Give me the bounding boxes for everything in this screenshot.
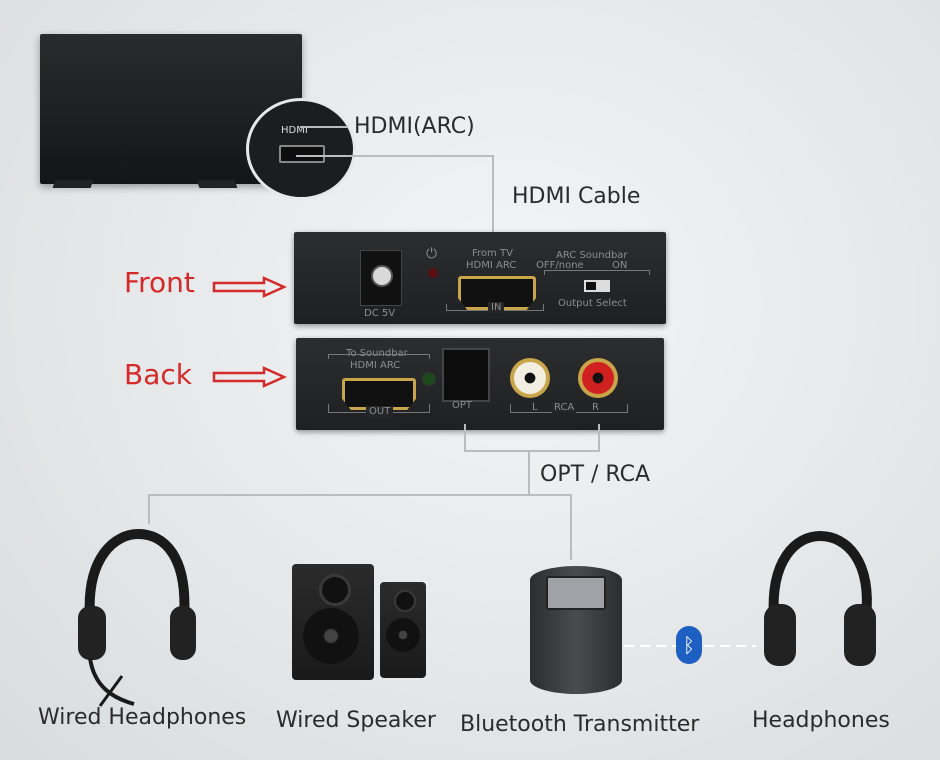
bluetooth-transmitter xyxy=(530,566,622,694)
switch-bracket xyxy=(544,270,650,275)
device-label-headphones: Headphones xyxy=(752,708,890,733)
dc-jack-hole xyxy=(371,265,393,287)
in-label: IN xyxy=(488,302,505,313)
wired-headphones-icon xyxy=(78,528,196,707)
wired-speaker-left xyxy=(292,564,374,680)
front-label: Front xyxy=(124,266,195,299)
rca-right-jack xyxy=(578,358,618,398)
back-arrow-icon xyxy=(212,366,288,388)
out-label: OUT xyxy=(366,406,394,417)
branch-headphones xyxy=(148,494,150,524)
off-none-label: OFF/none xyxy=(536,260,584,271)
back-hdmi-arc-label: HDMI ARC xyxy=(350,360,401,371)
power-icon: ⏻ xyxy=(426,246,438,262)
front-hdmi-arc-label: HDMI ARC xyxy=(466,260,517,271)
opt-label: OPT xyxy=(452,400,473,411)
device-label-wired-speaker: Wired Speaker xyxy=(276,708,436,733)
device-label-bluetooth-transmitter: Bluetooth Transmitter xyxy=(460,712,700,737)
hdmi-arc-label: HDMI(ARC) xyxy=(354,114,475,139)
woofer-icon xyxy=(303,608,359,664)
from-tv-label: From TV xyxy=(472,248,513,259)
output-select-label: Output Select xyxy=(558,298,627,309)
back-panel: To Soundbar HDMI ARC OUT OPT L RCA R xyxy=(296,338,664,430)
tweeter-icon-2 xyxy=(394,590,416,612)
front-arrow-icon xyxy=(212,276,288,298)
distribution-line xyxy=(148,494,572,496)
to-soundbar-label: To Soundbar xyxy=(346,348,408,359)
hdmi-cable-line-v xyxy=(492,155,494,237)
opt-rca-label: OPT / RCA xyxy=(540,462,651,487)
tv-stand-right xyxy=(196,180,238,188)
tv-hdmi-port xyxy=(279,145,325,163)
switch-knob xyxy=(586,282,596,290)
l-label: L xyxy=(532,402,538,413)
hdmi-cable-label: HDMI Cable xyxy=(512,184,641,209)
wired-speaker-right xyxy=(380,582,426,678)
front-panel: DC 5V ⏻ From TV HDMI ARC IN ARC Soundbar… xyxy=(294,232,666,324)
rca-left-jack xyxy=(510,358,550,398)
branch-transmitter xyxy=(570,494,572,560)
trunk-line xyxy=(528,450,530,496)
rca-drop-line xyxy=(598,424,600,452)
bluetooth-icon: ᛒ xyxy=(676,626,702,664)
tweeter-icon xyxy=(319,574,351,606)
device-label-wired-headphones: Wired Headphones xyxy=(38,705,247,730)
rca-label: RCA xyxy=(552,402,577,413)
back-label: Back xyxy=(124,358,192,391)
r-label: R xyxy=(592,402,599,413)
hdmi-cable-line-h xyxy=(296,155,494,157)
status-led xyxy=(422,372,436,386)
dc-label: DC 5V xyxy=(364,308,396,319)
on-label: ON xyxy=(612,260,628,271)
tv-stand-left xyxy=(52,180,94,188)
output-select-switch[interactable] xyxy=(584,280,610,292)
tv-inset: HDMI xyxy=(246,98,356,200)
woofer-icon-2 xyxy=(386,618,420,652)
headphones-icon xyxy=(764,530,876,666)
opt-rca-join-line xyxy=(464,450,600,452)
optical-port xyxy=(442,348,490,402)
transmitter-display xyxy=(546,576,606,610)
opt-drop-line xyxy=(464,424,466,452)
tv-leader-line xyxy=(300,126,348,128)
to-soundbar-bracket xyxy=(328,354,430,359)
dc-jack xyxy=(360,250,402,306)
power-led xyxy=(428,268,438,278)
arc-soundbar-label: ARC Soundbar xyxy=(556,250,628,261)
tv-inset-port-label: HDMI xyxy=(281,125,308,136)
